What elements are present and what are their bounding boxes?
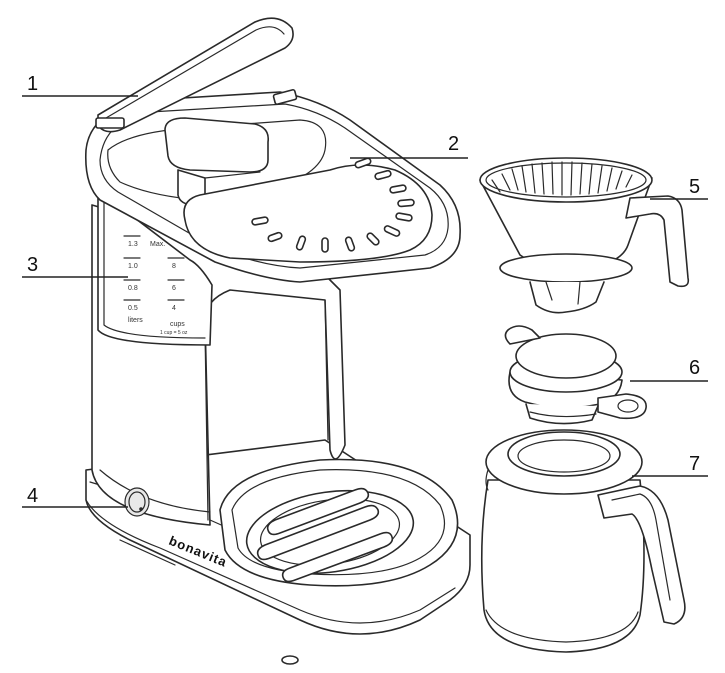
callout-number-7: 7 bbox=[689, 453, 700, 475]
scale-cups-4: 4 bbox=[172, 305, 176, 312]
scale-liters-0-8: 0.8 bbox=[128, 285, 138, 292]
callout-number-5: 5 bbox=[689, 176, 700, 198]
scale-liters-1-0: 1.0 bbox=[128, 263, 138, 270]
scale-liters-0-5: 0.5 bbox=[128, 305, 138, 312]
callout-number-4: 4 bbox=[27, 485, 38, 507]
callout-2: 2 bbox=[350, 133, 468, 159]
scale-cups-8: 8 bbox=[172, 263, 176, 270]
scale-footnote: 1 cup = 5 oz bbox=[160, 330, 188, 336]
callout-number-6: 6 bbox=[689, 357, 700, 379]
brewer-unit: 1.3 1.0 0.8 0.5 liters Max. 8 6 4 cups 1… bbox=[84, 17, 471, 665]
filter-basket bbox=[479, 157, 690, 314]
callout-4: 4 bbox=[22, 485, 128, 508]
scale-cups-unit: cups bbox=[170, 321, 185, 328]
filter-ribs bbox=[491, 161, 633, 196]
scale-liters-unit: liters bbox=[128, 317, 143, 324]
brewer-top-housing bbox=[84, 91, 461, 283]
callout-number-2: 2 bbox=[448, 133, 459, 155]
callout-3: 3 bbox=[22, 254, 128, 278]
callout-number-1: 1 bbox=[27, 73, 38, 95]
callout-7: 7 bbox=[632, 453, 708, 477]
drip-tray bbox=[219, 458, 459, 587]
callout-5: 5 bbox=[650, 176, 708, 200]
shower-head-vents bbox=[251, 157, 415, 253]
reservoir-lid bbox=[95, 17, 298, 133]
water-level-scale: 1.3 1.0 0.8 0.5 liters Max. 8 6 4 cups 1… bbox=[123, 235, 188, 336]
callout-number-3: 3 bbox=[27, 254, 38, 276]
water-reservoir: 1.3 1.0 0.8 0.5 liters Max. 8 6 4 cups 1… bbox=[97, 189, 213, 346]
callout-6: 6 bbox=[630, 357, 708, 382]
thermal-carafe bbox=[480, 429, 686, 653]
power-button[interactable] bbox=[124, 487, 150, 517]
scale-cups-6: 6 bbox=[172, 285, 176, 292]
scale-liters-1-3: 1.3 bbox=[128, 241, 138, 248]
scale-cups-max: Max. bbox=[150, 241, 165, 248]
callout-1: 1 bbox=[22, 73, 138, 97]
carafe-lid bbox=[504, 325, 647, 425]
